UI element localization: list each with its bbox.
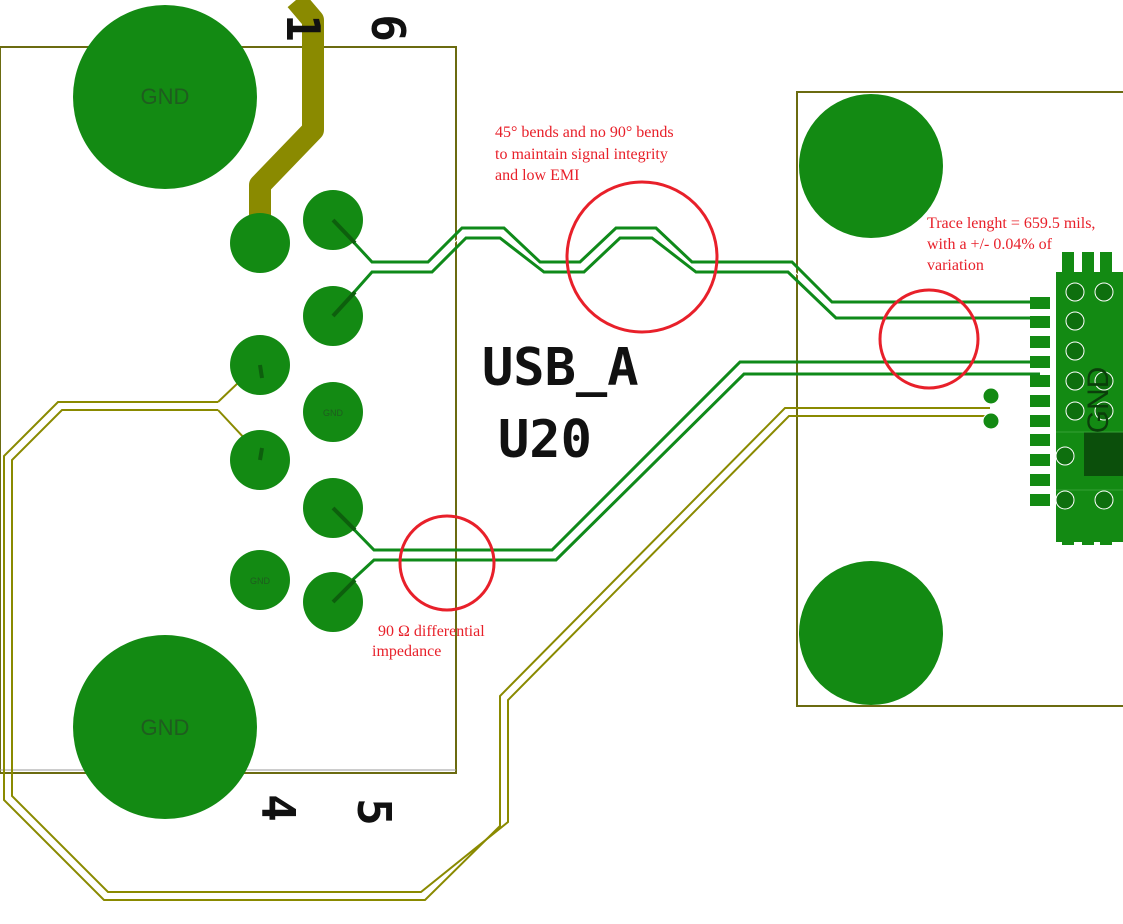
ic-footprint [982, 252, 1123, 545]
pad-5 [303, 382, 363, 442]
pad-8 [230, 550, 290, 610]
pin1-wide-trace [249, 0, 324, 240]
ic-footprint-outline [796, 91, 1123, 707]
gnd-mount-pad-bottom [73, 635, 257, 819]
ref-designator-name: USB_A [482, 338, 639, 398]
diff-pair-top [331, 218, 1040, 320]
diff-pair-bottom [331, 360, 1040, 600]
ic-top-pads [1062, 252, 1112, 272]
ic-thermal-pad [1084, 432, 1123, 476]
pad-1 [230, 213, 290, 273]
bend-highlight-circle [565, 180, 719, 334]
pin-number-5: 5 [347, 798, 401, 826]
mount-pad-right-bottom [799, 561, 943, 705]
gnd-mount-pad-top [73, 5, 257, 189]
ic-gnd-label: GND [1082, 367, 1115, 434]
annotation-trace-length: Trace lenght = 659.5 mils, with a +/- 0.… [927, 215, 1099, 274]
impedance-highlight-circle [398, 514, 496, 612]
connector-pins [230, 190, 363, 632]
pin-number-4: 4 [251, 794, 305, 822]
ic-vias [1055, 282, 1114, 510]
diff-pair-top-inner [372, 232, 1040, 311]
pin-number-6: 6 [361, 14, 415, 42]
gnd-label-bottom: GND [141, 715, 190, 740]
annotation-impedance: 90 Ω differential impedance [372, 623, 489, 660]
pad-stubs [258, 218, 357, 604]
length-highlight-circle [878, 288, 980, 390]
ic-left-pads [1030, 297, 1050, 506]
gnd-label-pad5: GND [323, 408, 344, 418]
gnd-label-pad8: GND [250, 576, 271, 586]
highlight-circles [398, 180, 980, 612]
pin-number-1: 1 [276, 14, 330, 42]
ic-bottom-pads [1062, 525, 1112, 545]
gnd-label-top: GND [141, 84, 190, 109]
mount-pad-right-top [799, 94, 943, 238]
small-vias [982, 387, 1000, 430]
ref-designator-id: U20 [498, 410, 592, 470]
annotation-bends: 45° bends and no 90° bends to maintain s… [495, 124, 678, 184]
